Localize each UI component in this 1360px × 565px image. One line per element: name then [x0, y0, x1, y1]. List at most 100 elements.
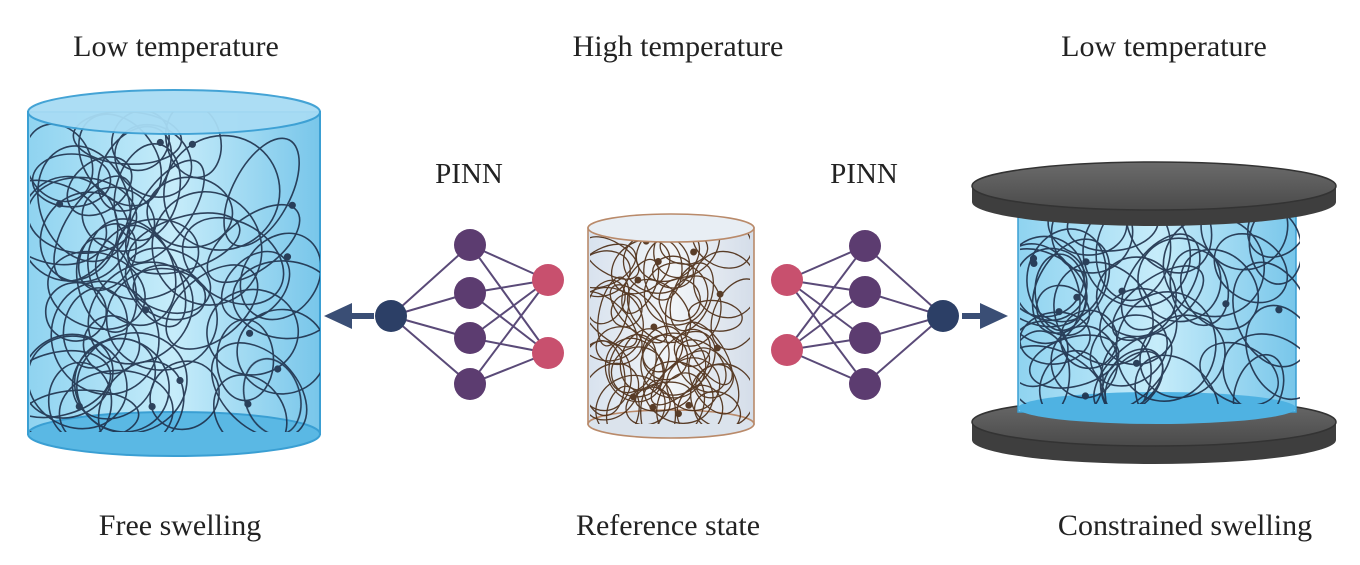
center-bottom-label: Reference state — [575, 509, 761, 542]
polymer-chain — [1213, 232, 1289, 304]
polymer-chain — [590, 279, 626, 325]
polymer-chain — [124, 247, 212, 314]
polymer-chain — [1099, 336, 1152, 404]
polymer-chain — [676, 384, 724, 424]
nn-edge — [864, 315, 944, 385]
polymer-chain — [127, 212, 241, 275]
crosslink-dot — [634, 276, 642, 284]
polymer-chain — [651, 255, 695, 289]
crosslink-dot — [654, 258, 662, 265]
nn-edge — [786, 279, 866, 339]
crosslink-dot — [685, 401, 693, 409]
polymer-chain — [220, 250, 291, 322]
crosslink-dot — [156, 138, 164, 147]
polymer-network — [590, 228, 750, 424]
crosslink-dot — [274, 365, 282, 373]
polymer-chain — [610, 293, 643, 328]
polymer-chain — [62, 287, 129, 369]
polymer-chain — [693, 250, 750, 319]
polymer-chain — [1026, 228, 1107, 323]
polymer-chain — [1031, 238, 1111, 334]
nn-node — [454, 229, 486, 261]
swollen-hydrogel-icon — [27, 89, 321, 457]
polymer-chain — [610, 346, 665, 398]
polymer-chain — [216, 318, 275, 402]
nn-edge — [469, 292, 549, 354]
polymer-chain — [1232, 261, 1300, 368]
polymer-chain — [206, 203, 301, 284]
crosslink-dot — [649, 403, 657, 411]
polymer-chain — [626, 278, 692, 344]
polymer-chain — [1028, 334, 1120, 389]
crosslink-dot — [1275, 306, 1283, 314]
nn-node — [771, 334, 803, 366]
polymer-chain — [1020, 330, 1071, 404]
neural-network-icon — [771, 230, 1008, 400]
right-bottom-label: Constrained swelling — [1057, 509, 1313, 542]
polymer-chain — [1020, 345, 1107, 404]
polymer-chain — [76, 331, 188, 432]
left-bottom-label: Free swelling — [98, 509, 262, 542]
nn-node — [454, 368, 486, 400]
polymer-chain — [210, 342, 308, 432]
polymer-chain — [609, 284, 668, 344]
pinn-right-label: PINN — [830, 158, 898, 190]
neural-network-icon — [324, 229, 564, 400]
crosslink-dot — [675, 410, 682, 418]
polymer-chain — [684, 321, 733, 386]
constrained-hydrogel-icon — [971, 161, 1337, 464]
nn-node — [927, 300, 959, 332]
polymer-chain — [1115, 290, 1217, 403]
nn-edge — [786, 291, 866, 351]
polymer-chain — [690, 363, 750, 424]
arrow-left-icon — [324, 303, 374, 329]
polymer-chain — [75, 237, 138, 333]
nn-node — [532, 337, 564, 369]
crosslink-dot — [148, 403, 156, 411]
polymer-chain — [710, 278, 750, 351]
crosslink-dot — [1082, 258, 1090, 266]
polymer-chain — [1245, 304, 1300, 401]
crosslink-dot — [1081, 392, 1089, 400]
polymer-chain — [81, 186, 156, 252]
polymer-chain — [673, 328, 711, 368]
nn-node — [454, 322, 486, 354]
right-top-label: Low temperature — [1061, 30, 1267, 63]
polymer-chain — [116, 224, 187, 328]
polymer-chain — [590, 243, 637, 289]
nn-edge — [864, 245, 944, 317]
crosslink-dot — [629, 393, 637, 401]
polymer-chain — [605, 385, 640, 424]
polymer-chain — [236, 308, 320, 395]
polymer-chain — [44, 281, 108, 342]
polymer-chain — [653, 228, 721, 279]
arrow-right-icon — [962, 303, 1008, 329]
crosslink-dot — [244, 400, 252, 408]
polymer-chain — [691, 228, 750, 269]
polymer-chain — [30, 179, 108, 266]
polymer-chain — [1199, 341, 1279, 404]
polymer-chain — [1099, 287, 1178, 366]
reference-hydrogel-icon — [587, 213, 755, 439]
crosslink-dot — [288, 201, 296, 209]
polymer-chain — [664, 275, 722, 347]
nn-node — [454, 277, 486, 309]
polymer-chain — [590, 362, 640, 421]
polymer-chain — [1222, 333, 1300, 404]
polymer-chain — [151, 190, 263, 306]
top-plate — [971, 161, 1337, 226]
crosslink-dot — [142, 306, 150, 314]
polymer-chain — [206, 288, 300, 376]
crosslink-dot — [650, 323, 658, 331]
nn-node — [771, 264, 803, 296]
center-top-label: High temperature — [572, 30, 784, 63]
polymer-chain — [239, 232, 320, 321]
polymer-chain — [1248, 214, 1300, 285]
nn-edge — [786, 279, 866, 385]
nn-node — [532, 264, 564, 296]
polymer-chain — [58, 369, 174, 432]
polymer-chain — [66, 156, 133, 217]
polymer-chain — [146, 176, 234, 249]
polymer-chain — [1095, 214, 1172, 302]
crosslink-dot — [1030, 259, 1038, 268]
